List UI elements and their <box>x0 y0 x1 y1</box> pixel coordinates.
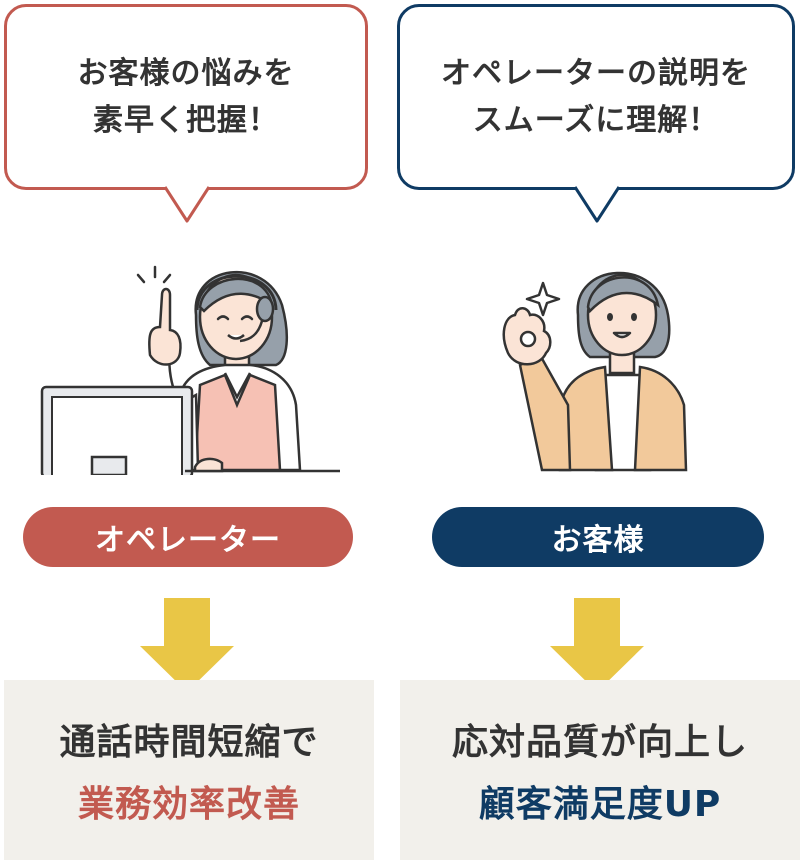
operator-bubble-tail <box>163 186 211 223</box>
customer-bubble-tail <box>573 186 621 223</box>
customer-ok-gesture-icon <box>502 271 688 472</box>
customer-column: オペレーターの説明を スムーズに理解！ お客様 <box>397 0 800 860</box>
operator-with-headset-icon <box>40 265 340 475</box>
operator-bubble-line-1: お客様の悩みを <box>77 56 295 91</box>
customer-result-box: 応対品質が向上し 顧客満足度UP <box>400 680 800 860</box>
operator-column: お客様の悩みを 素早く把握！ <box>0 0 375 860</box>
customer-speech-bubble: オペレーターの説明を スムーズに理解！ <box>397 4 795 190</box>
arrow-down-icon <box>140 598 234 692</box>
operator-result-line-2: 業務効率改善 <box>77 784 300 825</box>
operator-bubble-line-2: 素早く把握！ <box>93 103 279 138</box>
operator-result-line-1: 通話時間短縮で <box>59 722 319 763</box>
customer-bubble-line-2: スムーズに理解！ <box>472 103 720 138</box>
customer-result-line-1: 応対品質が向上し <box>451 722 748 763</box>
operator-speech-bubble: お客様の悩みを 素早く把握！ <box>4 4 368 190</box>
customer-label-pill: お客様 <box>432 507 764 567</box>
operator-label-pill: オペレーター <box>23 507 353 567</box>
customer-bubble-line-1: オペレーターの説明を <box>441 56 751 91</box>
customer-result-line-2: 顧客満足度UP <box>478 784 722 825</box>
operator-result-box: 通話時間短縮で 業務効率改善 <box>4 680 374 860</box>
arrow-down-icon <box>550 598 644 692</box>
